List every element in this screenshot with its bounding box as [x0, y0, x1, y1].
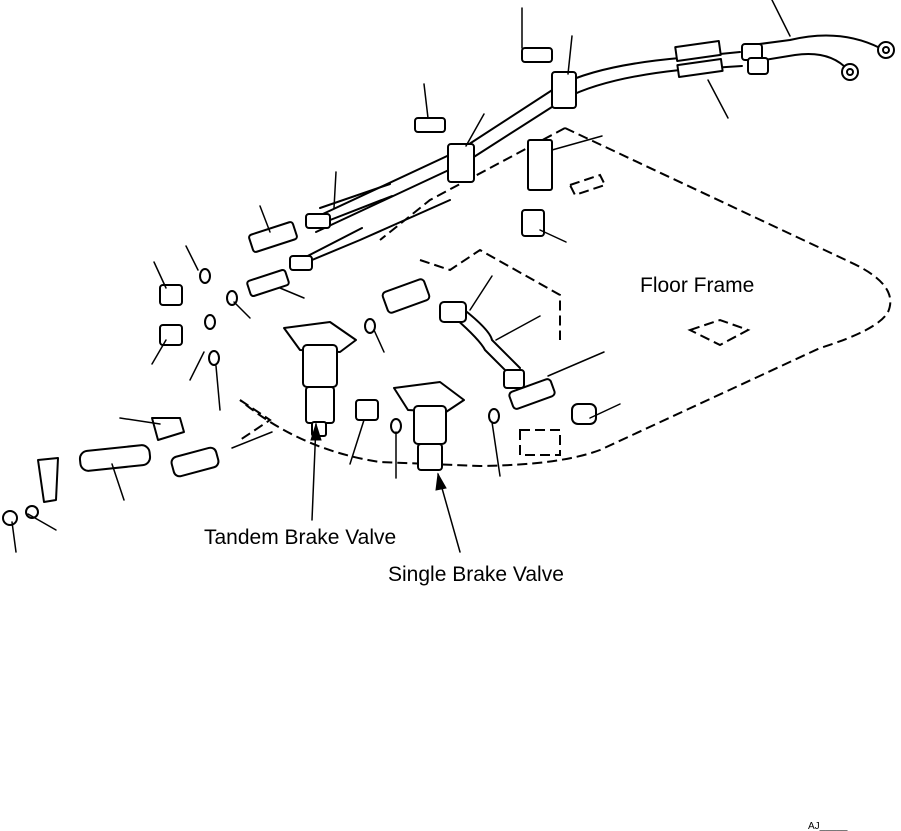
floor-frame-outline [239, 127, 892, 468]
tandem-brake-valve-label: Tandem Brake Valve [204, 526, 396, 549]
lower-left-parts [2, 417, 220, 526]
single-brake-valve-label: Single Brake Valve [388, 563, 564, 586]
single-brake-valve [393, 381, 465, 471]
floor-frame-label: Floor Frame [640, 274, 754, 297]
clamp-upper [414, 47, 577, 237]
o-rings [199, 268, 500, 434]
reference-code: AJ_____ [808, 821, 848, 831]
couplers [159, 213, 597, 425]
leader-lines [11, 0, 791, 553]
pipe-end-fittings [674, 40, 895, 81]
tandem-brake-valve [283, 321, 357, 437]
main-brake-pipe [299, 34, 881, 266]
